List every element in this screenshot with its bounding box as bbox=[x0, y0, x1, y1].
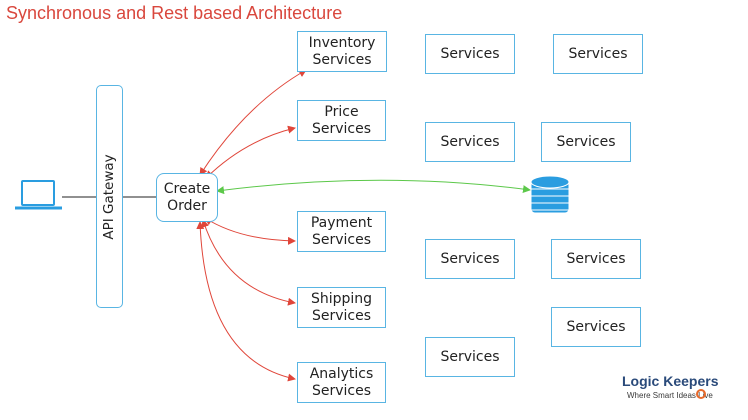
logo-dot-icon bbox=[696, 389, 706, 399]
shipping-services-label: Shipping Services bbox=[310, 290, 373, 324]
arrow-price bbox=[205, 125, 296, 179]
api-gateway bbox=[96, 85, 123, 308]
service-label: Services bbox=[566, 318, 626, 335]
api-gateway-label: API Gateway bbox=[101, 154, 117, 240]
service-box: Services bbox=[425, 239, 515, 279]
service-label: Services bbox=[556, 133, 616, 150]
service-label: Services bbox=[440, 348, 500, 365]
service-label: Services bbox=[440, 133, 500, 150]
logo-tagline: Where Smart Ideas Live bbox=[627, 391, 713, 400]
create-order-box: Create Order bbox=[156, 173, 218, 222]
laptop-icon bbox=[15, 180, 62, 210]
shipping-services-box: Shipping Services bbox=[297, 287, 386, 328]
arrow-inventory bbox=[199, 69, 307, 176]
create-order-label: Create Order bbox=[163, 180, 211, 214]
service-box: Services bbox=[551, 307, 641, 347]
service-box: Services bbox=[425, 122, 515, 162]
price-services-box: Price Services bbox=[297, 100, 386, 141]
inventory-services-box: Inventory Services bbox=[297, 31, 387, 72]
service-label: Services bbox=[440, 250, 500, 267]
arrow-database bbox=[216, 179, 531, 195]
price-services-label: Price Services bbox=[311, 103, 372, 137]
service-box: Services bbox=[553, 34, 643, 74]
analytics-services-box: Analytics Services bbox=[297, 362, 386, 403]
service-box: Services bbox=[425, 34, 515, 74]
arrow-payment bbox=[204, 217, 296, 245]
logo-name: Logic Keepers bbox=[622, 373, 719, 389]
database-icon bbox=[530, 175, 570, 214]
service-label: Services bbox=[440, 45, 500, 62]
service-box: Services bbox=[551, 239, 641, 279]
service-box: Services bbox=[425, 337, 515, 377]
service-box: Services bbox=[541, 122, 631, 162]
inventory-services-label: Inventory Services bbox=[308, 34, 376, 68]
analytics-services-label: Analytics Services bbox=[309, 365, 374, 399]
service-label: Services bbox=[568, 45, 628, 62]
arrow-shipping bbox=[201, 219, 296, 306]
payment-services-label: Payment Services bbox=[310, 214, 373, 248]
arrow-analytics bbox=[196, 221, 296, 382]
service-label: Services bbox=[566, 250, 626, 267]
page-title: Synchronous and Rest based Architecture bbox=[6, 3, 343, 23]
payment-services-box: Payment Services bbox=[297, 211, 386, 252]
